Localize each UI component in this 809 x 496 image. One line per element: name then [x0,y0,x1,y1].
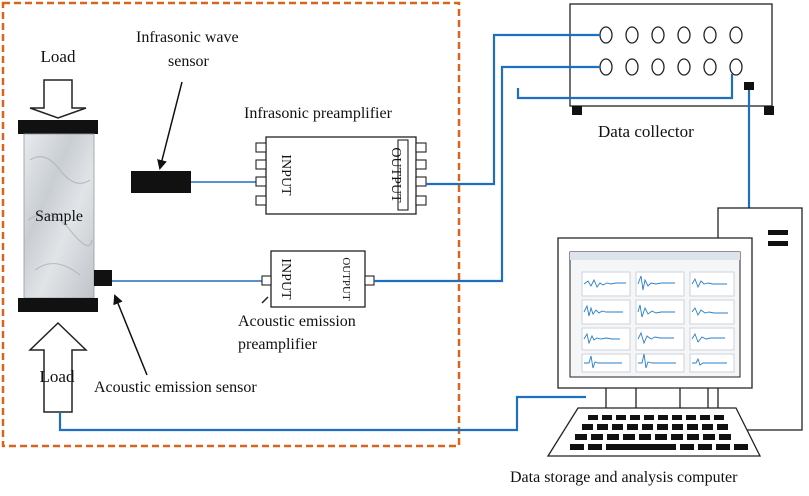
signal-cables [58,33,751,432]
load-top-label: Load [41,47,76,66]
ae-sensor-label: Acoustic emission sensor [94,379,257,396]
load-bottom-arrow-icon [28,321,88,413]
ae-preamp-label-2: preamplifier [238,336,318,353]
ae-preamp-label-1: Acoustic emission [238,313,356,330]
data-collector [569,3,774,115]
sample-label: Sample [35,208,83,225]
infrasonic-sensor-label-2: sensor [168,53,210,70]
computer-label: Data storage and analysis computer [510,469,738,486]
data-collector-label: Data collector [598,122,694,141]
infrasonic-preamplifier [255,136,427,215]
loading-region-box [1,1,461,448]
ae-preamp-input-label: INPUT [278,258,293,300]
infrasonic-wave-sensor [131,171,191,193]
acoustic-emission-sensor [94,270,112,286]
infrasonic-preamp-output-label: OUTPUT [388,147,403,203]
infrasonic-preamp-input-label: INPUT [278,154,293,196]
top-platen [18,120,98,134]
infrasonic-sensor-label-1: Infrasonic wave [136,29,239,46]
infrasonic-sensor-pointer [157,81,183,170]
ae-preamp-output-label: OUTPUT [340,257,352,301]
ae-sensor-pointer [113,294,148,376]
ae-preamplifier [261,250,375,308]
load-top-arrow-icon [29,79,87,119]
bottom-platen [18,298,98,312]
infrasonic-preamp-label: Infrasonic preamplifier [244,105,393,122]
monitor-stand [605,388,709,408]
keyboard-icon [546,407,762,457]
monitor-icon [557,237,753,389]
load-bottom-label: Load [40,367,75,386]
